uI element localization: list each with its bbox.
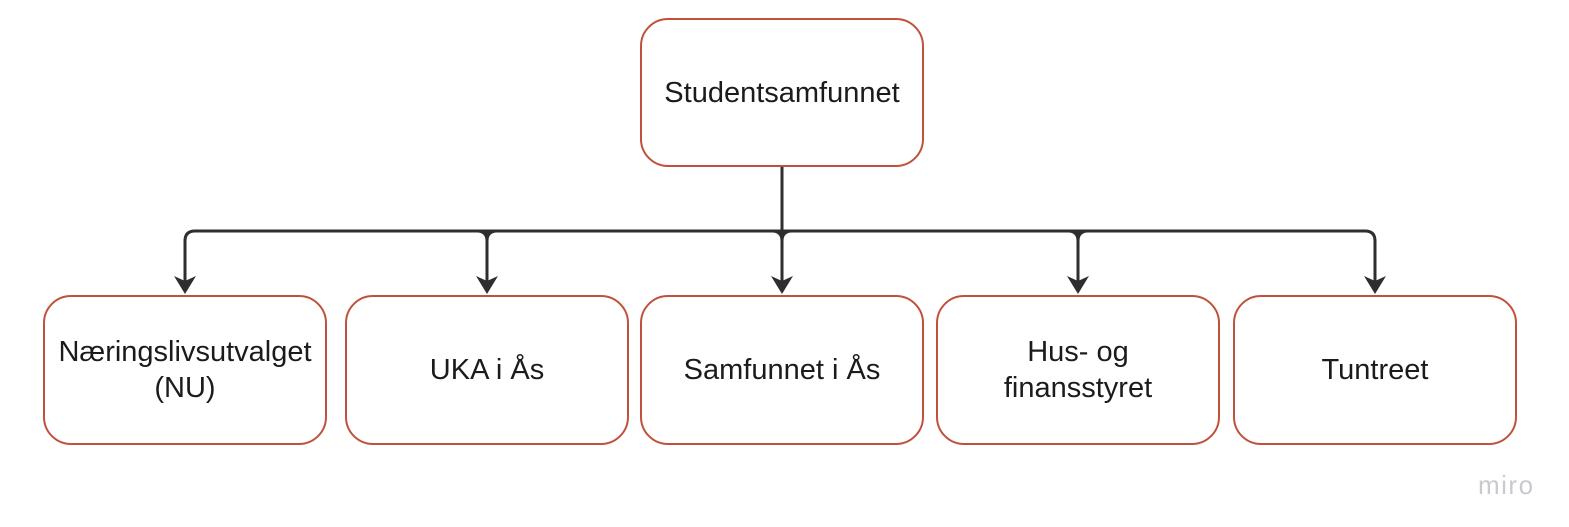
connector-rail xyxy=(183,229,1377,282)
node-label: Næringslivsutvalget (NU) xyxy=(58,336,312,404)
node-label: Studentsamfunnet xyxy=(664,76,900,109)
miro-watermark: miro xyxy=(1478,470,1535,500)
node-studentsamfunnet[interactable]: Studentsamfunnet xyxy=(640,18,924,167)
node-label: Tuntreet xyxy=(1321,354,1429,386)
arrowhead-icon xyxy=(771,276,793,294)
node-hus-og-finansstyret[interactable]: Hus- og finansstyret xyxy=(936,295,1220,445)
connector-center-fillets xyxy=(771,229,793,242)
arrowhead-icon xyxy=(1364,276,1386,294)
arrowhead-icon xyxy=(476,276,498,294)
connector-drop-child-4 xyxy=(1067,229,1089,282)
node-label: UKA i Ås xyxy=(429,354,545,386)
arrowhead-icon xyxy=(174,276,196,294)
arrowhead-icon xyxy=(1067,276,1089,294)
node-label: Samfunnet i Ås xyxy=(683,354,881,386)
connector-drop-child-2 xyxy=(476,229,498,282)
node-label: Hus- og finansstyret xyxy=(1003,336,1153,404)
node-naeringslivsutvalget[interactable]: Næringslivsutvalget (NU) xyxy=(43,295,327,445)
node-tuntreet[interactable]: Tuntreet xyxy=(1233,295,1517,445)
node-uka-i-as[interactable]: UKA i Ås xyxy=(345,295,629,445)
node-samfunnet-i-as[interactable]: Samfunnet i Ås xyxy=(640,295,924,445)
